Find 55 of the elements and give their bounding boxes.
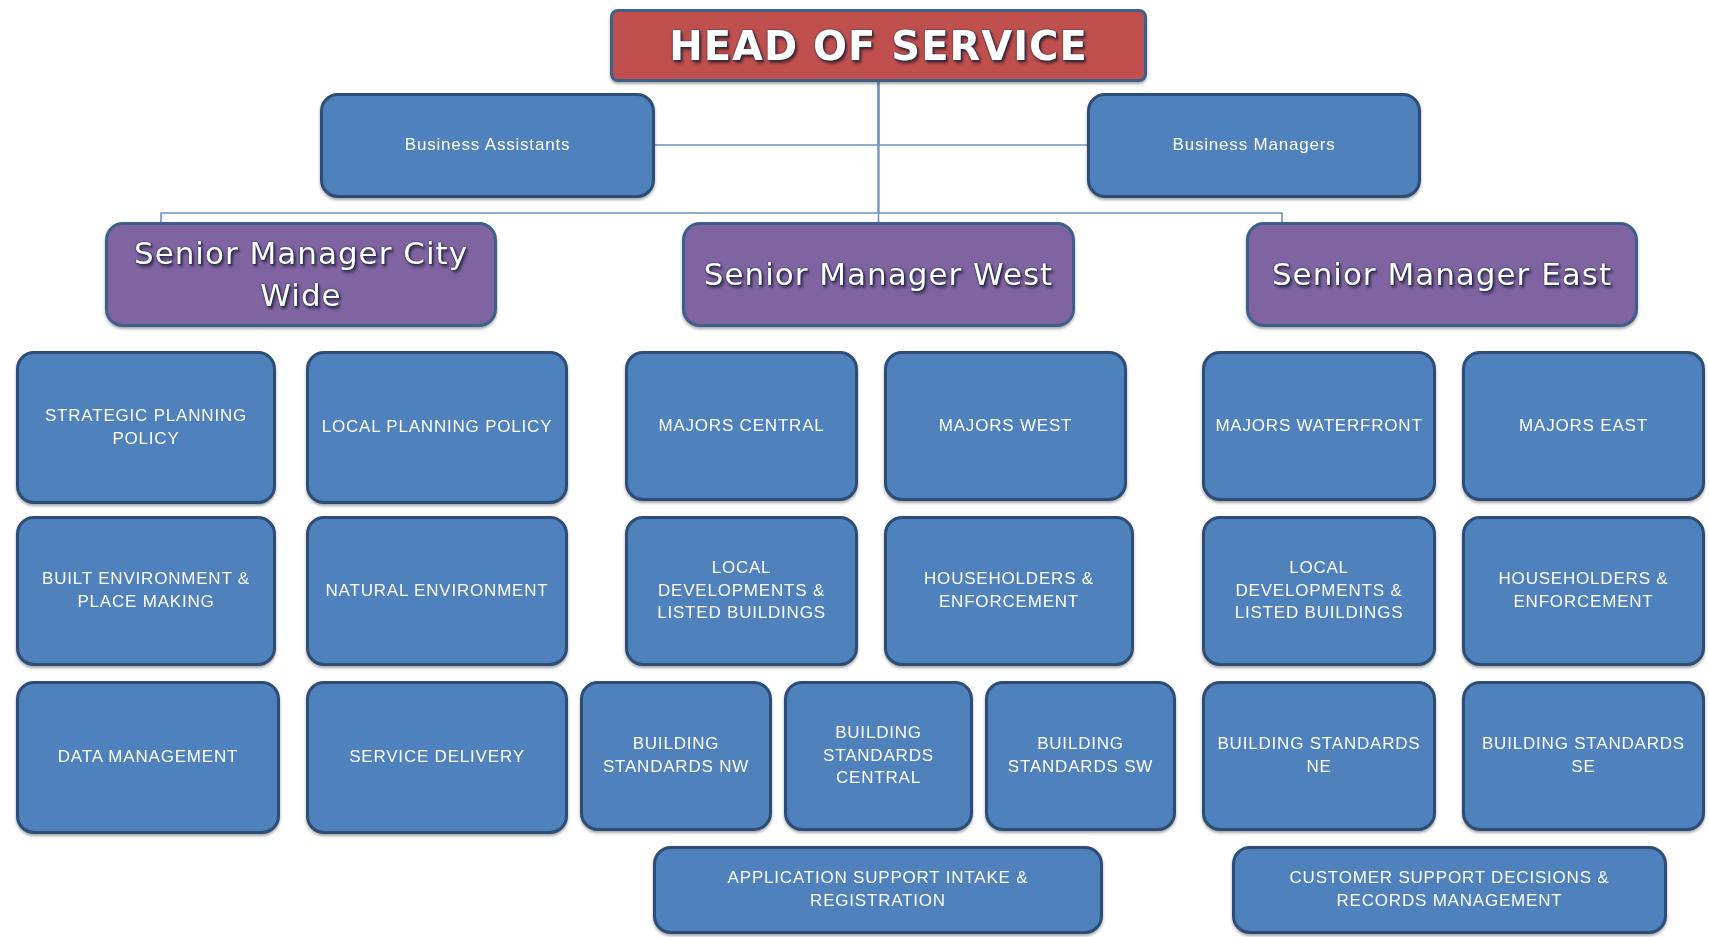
box-label: Senior Manager West	[703, 254, 1054, 294]
box-label: NATURAL ENVIRONMENT	[325, 579, 549, 602]
team-box	[1202, 351, 1436, 501]
manager-box	[105, 222, 497, 327]
box-label: MAJORS WEST	[938, 414, 1073, 437]
team-box	[884, 516, 1134, 666]
box-label: LOCAL DEVELOPMENTS & LISTED BUILDINGS	[656, 556, 827, 625]
team-box	[320, 93, 655, 198]
box-label: Senior Manager East	[1271, 254, 1613, 294]
team-box	[653, 846, 1103, 934]
manager-box	[1246, 222, 1638, 327]
team-box	[306, 351, 568, 504]
box-label: BUILDING STANDARDS SW	[1006, 733, 1155, 778]
team-box	[580, 681, 772, 831]
team-box	[884, 351, 1127, 501]
team-box	[784, 681, 973, 831]
box-label: LOCAL PLANNING POLICY	[321, 416, 553, 439]
head-box	[610, 9, 1147, 82]
team-box	[1202, 516, 1436, 666]
box-label: CUSTOMER SUPPORT DECISIONS & RECORDS MANAGEMENT	[1288, 867, 1611, 912]
manager-box	[682, 222, 1075, 327]
box-label: APPLICATION SUPPORT INTAKE & REGISTRATION	[726, 867, 1030, 912]
team-box	[16, 351, 276, 504]
team-box	[1087, 93, 1421, 198]
box-label: HEAD OF SERVICE	[669, 21, 1088, 71]
box-label: MAJORS WATERFRONT	[1215, 414, 1423, 437]
team-box	[306, 681, 568, 834]
box-label: LOCAL DEVELOPMENTS & LISTED BUILDINGS	[1233, 556, 1405, 625]
box-label: BUILDING STANDARDS CENTRAL	[822, 721, 935, 790]
box-label: Business Assistants	[404, 134, 571, 157]
box-label: STRATEGIC PLANNING POLICY	[43, 404, 249, 450]
box-label: MAJORS CENTRAL	[658, 414, 825, 437]
box-label: Business Managers	[1172, 134, 1336, 157]
box-label: DATA MANAGEMENT	[57, 746, 239, 769]
box-label: HOUSEHOLDERS & ENFORCEMENT	[923, 568, 1095, 613]
box-label: SERVICE DELIVERY	[349, 746, 525, 769]
team-box	[1202, 681, 1436, 831]
team-box	[1462, 516, 1705, 666]
team-box	[16, 681, 280, 834]
team-box	[1462, 351, 1705, 501]
team-box	[1462, 681, 1705, 831]
team-box	[1232, 846, 1667, 934]
team-box	[625, 516, 858, 666]
box-label: Senior Manager City Wide	[132, 233, 470, 315]
box-label: BUILDING STANDARDS SE	[1481, 733, 1686, 778]
box-label: BUILT ENVIRONMENT & PLACE MAKING	[41, 568, 251, 613]
box-label: MAJORS EAST	[1519, 414, 1648, 437]
box-label: BUILDING STANDARDS NW	[601, 733, 751, 778]
team-box	[306, 516, 568, 666]
connector-line	[877, 81, 1283, 223]
team-box	[16, 516, 276, 666]
team-box	[985, 681, 1176, 831]
box-label: HOUSEHOLDERS & ENFORCEMENT	[1497, 568, 1670, 613]
team-box	[625, 351, 858, 501]
box-label: BUILDING STANDARDS NE	[1216, 733, 1422, 778]
